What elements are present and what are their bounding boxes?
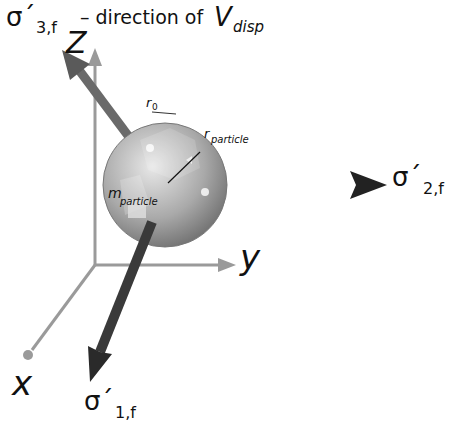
radius-symbol: r	[146, 96, 151, 109]
subscript: 0	[152, 103, 158, 112]
radius-symbol: r	[204, 127, 209, 140]
axis-label: y	[240, 240, 260, 274]
coordinate-axes	[23, 48, 236, 360]
mass-symbol: m	[108, 186, 122, 200]
stress-arrow-2	[215, 171, 387, 199]
stress-symbol: σ´	[6, 4, 35, 30]
velocity-symbol: V	[214, 4, 232, 30]
direction-note: – direction of	[80, 8, 203, 27]
stress-symbol: σ´	[392, 164, 421, 190]
particle-sphere	[103, 112, 227, 247]
axis-label: x	[12, 366, 32, 400]
stress-arrow-1	[88, 222, 152, 382]
axis-label: Z	[66, 28, 87, 58]
stress-symbol: σ´	[84, 388, 113, 414]
subscript: 1,f	[115, 405, 136, 421]
subscript: particle	[211, 135, 249, 145]
subscript: 3,f	[36, 20, 57, 36]
subscript: particle	[120, 197, 158, 207]
subscript: disp	[233, 20, 264, 35]
subscript: 2,f	[423, 181, 444, 197]
